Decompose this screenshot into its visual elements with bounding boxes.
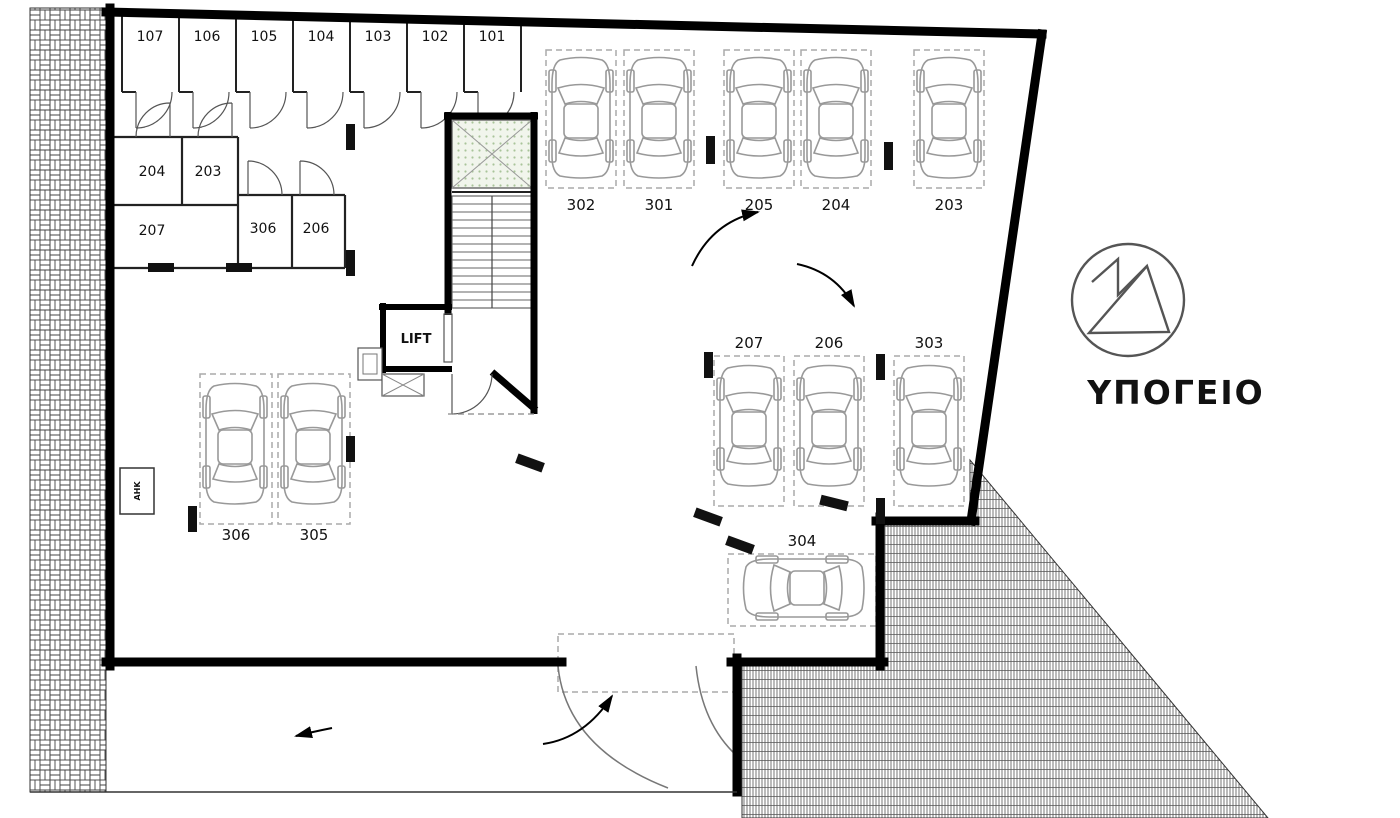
storage-room-label: 105 <box>251 29 278 45</box>
room-label: 306 <box>250 221 277 237</box>
room-label: 204 <box>139 164 166 180</box>
lift-walls <box>379 303 452 373</box>
storage-room-label: 101 <box>479 29 506 45</box>
storage-room-label: 104 <box>308 29 335 45</box>
parking-spot-label: 203 <box>935 196 964 214</box>
ahk-label: AHK <box>133 481 142 501</box>
storage-room-label: 106 <box>194 29 221 45</box>
ramp-curves <box>557 665 738 789</box>
parking-spot-label: 306 <box>222 526 251 544</box>
lift-door <box>443 313 453 363</box>
wall-stub <box>148 263 174 272</box>
parking-spot-label: 303 <box>915 334 944 352</box>
storage-room-label: 102 <box>422 29 449 45</box>
parking-spots <box>199 49 985 693</box>
parking-spot-label: 205 <box>745 196 774 214</box>
ramp-outline <box>557 633 735 693</box>
earth-hatch-left <box>29 7 107 793</box>
room-label: 207 <box>139 223 166 239</box>
room-label: 206 <box>303 221 330 237</box>
traffic-arrows <box>294 209 855 745</box>
core-door-swing <box>451 373 493 415</box>
columns <box>188 124 893 555</box>
storage-room-walls <box>121 12 522 129</box>
outer-walls <box>101 3 1048 797</box>
wall-stub <box>226 263 252 272</box>
parking-spot-label: 302 <box>567 196 596 214</box>
stair-core: LIFT <box>357 112 539 415</box>
parking-spot-label: 301 <box>645 196 674 214</box>
storage-room-label: 103 <box>365 29 392 45</box>
parking-spot-label: 305 <box>300 526 329 544</box>
parking-spot-label: 206 <box>815 334 844 352</box>
parking-spot-label: 204 <box>822 196 851 214</box>
storage-room-label: 107 <box>137 29 164 45</box>
room-label: 203 <box>195 164 222 180</box>
north-symbol <box>1070 242 1186 358</box>
lift-machine-box <box>357 347 383 381</box>
parking-spot-label: 207 <box>735 334 764 352</box>
parking-spot-label: 304 <box>788 532 817 550</box>
floor-title: ΥΠΟΓΕΙΟ <box>1086 373 1264 412</box>
lift-label: LIFT <box>401 332 432 347</box>
ahk-box: AHK <box>119 467 155 515</box>
earth-hatch-bottom-right <box>741 458 1269 818</box>
labels: 107 106 105 104 103 102 101 204 203 207 … <box>137 29 964 550</box>
